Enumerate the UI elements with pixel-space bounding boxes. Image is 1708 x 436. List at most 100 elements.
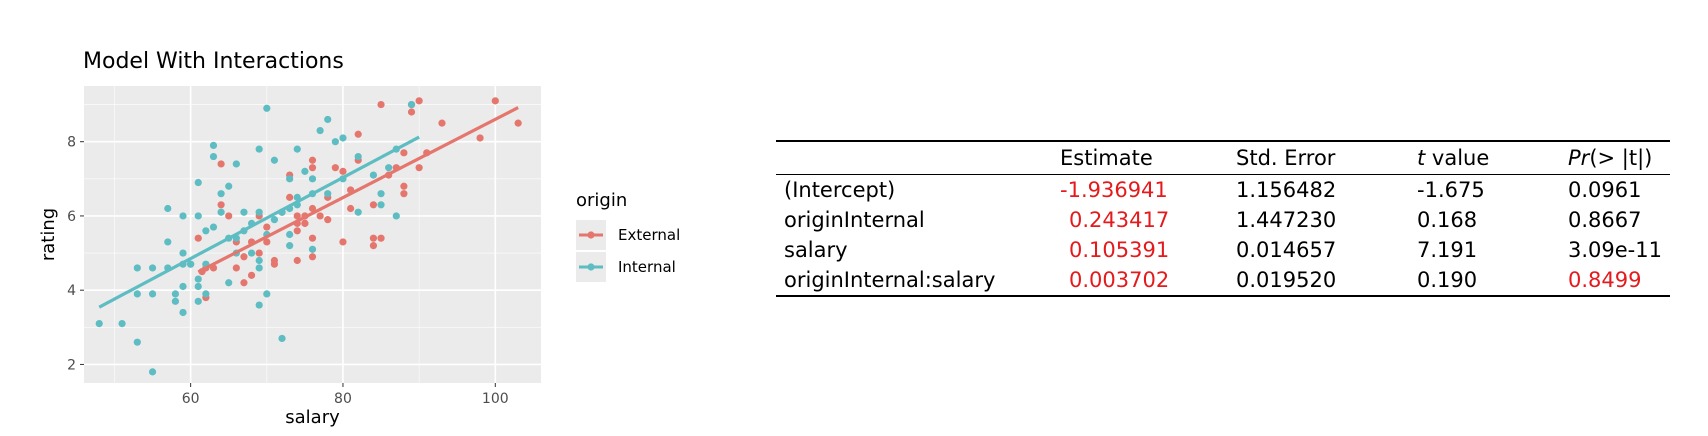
data-point-internal <box>171 290 179 298</box>
data-point-external <box>369 242 378 250</box>
data-point-internal <box>118 320 126 328</box>
data-point-internal <box>407 100 416 109</box>
header-std-error: Std. Error <box>1228 141 1409 175</box>
data-point-internal <box>194 275 202 283</box>
data-point-internal <box>278 334 286 343</box>
table-header-row: Estimate Std. Error t value Pr(> |t|) <box>776 141 1670 175</box>
row-p-value: 0.8499 <box>1568 268 1642 292</box>
data-point-external <box>346 204 355 213</box>
data-point-internal <box>133 264 141 272</box>
data-point-internal <box>187 260 195 268</box>
data-point-external <box>400 182 408 190</box>
data-point-internal <box>209 223 218 231</box>
data-point-internal <box>148 290 157 298</box>
x-tick-label: 60 <box>182 391 200 407</box>
data-point-external <box>407 108 416 116</box>
data-point-internal <box>308 175 317 183</box>
row-p-value: 0.0961 <box>1568 178 1642 202</box>
data-point-external <box>369 201 378 209</box>
data-point-external <box>491 97 499 105</box>
row-t-value: 0.168 <box>1417 208 1478 232</box>
data-point-internal <box>255 301 263 309</box>
fit-line-external <box>197 106 519 274</box>
data-point-external <box>225 212 233 220</box>
data-point-internal <box>217 190 225 198</box>
y-axis-label: rating <box>38 208 59 261</box>
data-point-internal <box>194 297 202 305</box>
y-tick-label: 2 <box>67 357 76 373</box>
data-point-external <box>247 271 256 279</box>
data-point-internal <box>377 190 385 198</box>
row-t-value: 0.190 <box>1417 268 1478 292</box>
data-point-internal <box>354 208 362 216</box>
data-point-external <box>438 119 446 127</box>
data-point-internal <box>324 190 332 198</box>
data-point-internal <box>179 282 187 291</box>
data-point-internal <box>270 216 279 224</box>
data-point-external <box>369 234 378 242</box>
table-row: salary 0.105391 0.014657 7.191 3.09e-11 <box>776 235 1670 265</box>
row-t-value: -1.675 <box>1417 178 1485 202</box>
data-point-internal <box>339 134 347 142</box>
data-point-external <box>255 249 263 257</box>
data-point-external <box>415 164 423 172</box>
data-point-external <box>400 149 408 157</box>
data-point-internal <box>95 320 103 328</box>
data-point-external <box>377 234 385 242</box>
data-point-external <box>308 164 317 172</box>
header-t-rest: value <box>1425 146 1490 170</box>
data-point-external <box>308 156 317 164</box>
row-estimate: -1.936941 <box>1060 178 1168 202</box>
data-point-external <box>324 216 332 224</box>
data-point-internal <box>225 279 233 287</box>
data-point-internal <box>286 230 294 239</box>
data-point-external <box>293 227 301 235</box>
x-tick-label: 80 <box>334 391 352 407</box>
data-point-internal <box>164 238 172 246</box>
header-pr-italic: Pr <box>1568 146 1590 170</box>
legend-label: External <box>618 226 680 244</box>
data-point-internal <box>255 208 263 216</box>
data-point-internal <box>369 171 378 179</box>
chart-title: Model With Interactions <box>83 49 344 74</box>
data-point-external <box>301 219 309 227</box>
data-point-internal <box>209 141 218 149</box>
row-estimate: 0.003702 <box>1069 268 1170 292</box>
data-point-external <box>286 193 294 201</box>
row-std-error: 0.019520 <box>1236 268 1337 292</box>
grid-major <box>84 86 541 383</box>
data-point-internal <box>308 245 317 253</box>
y-tick-label: 6 <box>67 209 76 225</box>
data-point-internal <box>225 182 233 190</box>
fit-line-internal <box>98 135 420 309</box>
header-estimate: Estimate <box>1052 141 1228 175</box>
row-std-error: 1.156482 <box>1236 178 1337 202</box>
x-axis-label: salary <box>285 407 340 428</box>
data-point-internal <box>286 175 294 183</box>
header-t-italic: t <box>1417 146 1426 170</box>
row-std-error: 1.447230 <box>1236 208 1337 232</box>
data-point-external <box>293 256 301 265</box>
row-p-value: 0.8667 <box>1568 208 1642 232</box>
data-point-internal <box>255 264 263 272</box>
data-point-internal <box>385 164 393 172</box>
row-term: originInternal <box>784 208 925 232</box>
data-point-external <box>293 212 301 220</box>
x-tick-label: 100 <box>482 391 509 407</box>
header-blank <box>776 141 1052 175</box>
data-point-internal <box>202 227 210 235</box>
data-point-internal <box>148 368 157 376</box>
header-pr-rest: (> |t|) <box>1589 146 1653 170</box>
data-point-internal <box>247 249 256 257</box>
data-point-internal <box>286 242 294 250</box>
data-point-external <box>476 134 484 142</box>
row-std-error: 0.014657 <box>1236 238 1337 262</box>
data-point-external <box>331 164 339 172</box>
data-point-internal <box>194 212 202 220</box>
data-point-external <box>308 204 317 213</box>
data-point-internal <box>148 264 157 272</box>
data-point-internal <box>255 256 263 265</box>
data-point-internal <box>293 145 301 153</box>
data-point-external <box>339 238 347 246</box>
